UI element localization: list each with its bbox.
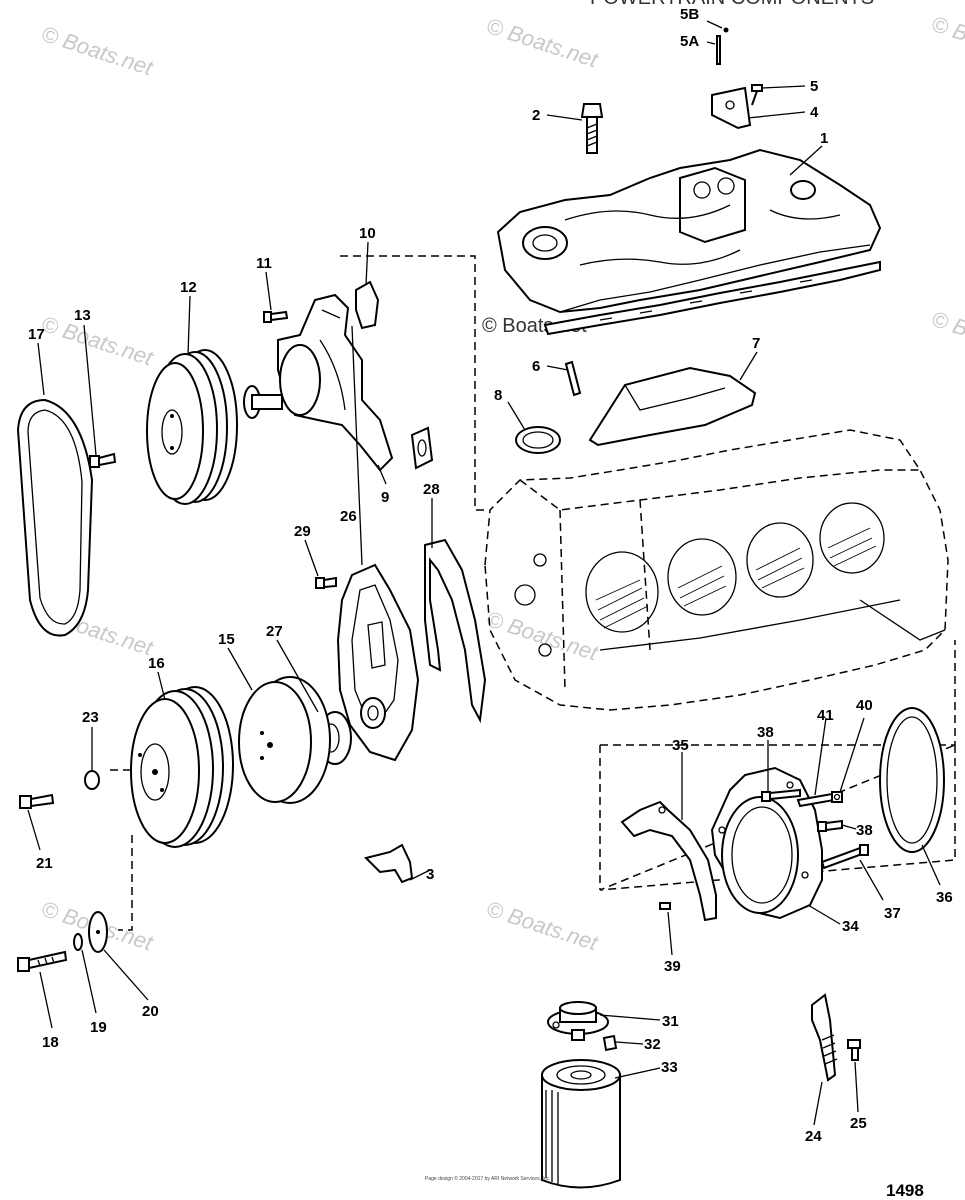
- timing-cover-part: [336, 563, 420, 762]
- watermark: © Boats.net: [483, 13, 601, 73]
- callout-32: 32: [644, 1036, 661, 1053]
- callout-11: 11: [256, 255, 272, 272]
- callout-2: 2: [532, 107, 540, 124]
- lock-washer-part: [73, 933, 83, 951]
- watermark: © Boats.net: [483, 896, 601, 956]
- pulley-retaining-bolt-part: [19, 793, 55, 809]
- callout-5B: 5B: [680, 6, 699, 23]
- housing-bolt-part: [817, 819, 843, 832]
- rear-seal-housing-part: [710, 766, 823, 920]
- valley-cover-part: [588, 366, 757, 447]
- callout-23: 23: [82, 709, 99, 726]
- drive-belt-part: [16, 398, 94, 637]
- ball-part: [723, 27, 729, 33]
- callout-15: 15: [218, 631, 235, 648]
- water-pump-small-gasket: [410, 426, 434, 470]
- callout-7: 7: [752, 335, 760, 352]
- callout-9: 9: [381, 489, 389, 506]
- seal-ring-part: [515, 426, 561, 454]
- callout-25: 25: [850, 1115, 867, 1132]
- washer-part: [84, 770, 100, 790]
- callout-16: 16: [148, 655, 165, 672]
- callout-33: 33: [661, 1059, 678, 1076]
- timing-cover-gasket-part: [424, 538, 487, 724]
- watermark: © Boats.net: [483, 606, 601, 666]
- callout-39: 39: [664, 958, 681, 975]
- callout-5: 5: [810, 78, 818, 95]
- callout-20: 20: [142, 1003, 159, 1020]
- callout-38-second: 38: [856, 822, 873, 839]
- callout-4: 4: [810, 104, 819, 121]
- watermark: © Boats.net: [928, 306, 965, 366]
- callout-28: 28: [423, 481, 440, 498]
- callout-3: 3: [426, 866, 434, 883]
- plug-part: [602, 1034, 618, 1052]
- rear-main-seal-part: [879, 707, 945, 853]
- pin-part: [716, 35, 721, 65]
- callout-34: 34: [842, 918, 859, 935]
- callout-40: 40: [856, 697, 873, 714]
- callout-10: 10: [359, 225, 376, 242]
- screw-part: [751, 84, 763, 106]
- cover-bolt-part: [315, 576, 337, 589]
- alignment-dowel-part: [659, 902, 671, 910]
- dowel-pin-part: [564, 360, 582, 397]
- long-bolt-part: [820, 844, 869, 870]
- bolt-part: [580, 103, 604, 154]
- callout-38: 38: [757, 724, 774, 741]
- callout-29: 29: [294, 523, 311, 540]
- intake-manifold-part: [496, 148, 882, 336]
- callout-5A: 5A: [680, 33, 699, 50]
- watermark: © Boats.net: [928, 11, 965, 71]
- harmonic-damper-part: [238, 676, 331, 804]
- callout-31: 31: [662, 1013, 679, 1030]
- callout-21: 21: [36, 855, 53, 872]
- callout-37: 37: [884, 905, 901, 922]
- oil-filter-part: [541, 1059, 621, 1189]
- callout-13: 13: [74, 307, 91, 324]
- callout-18: 18: [42, 1034, 59, 1051]
- header-fragment: POWERTRAIN COMPONENTS: [590, 0, 874, 9]
- watermark: © Boats.net: [38, 311, 156, 371]
- bracket-screw-part: [847, 1039, 861, 1061]
- water-pump-bolt-part: [263, 310, 289, 323]
- reference-line: [340, 255, 488, 511]
- timing-pointer-part: [364, 843, 414, 884]
- water-pump-part: [243, 293, 394, 472]
- callout-26: 26: [340, 508, 357, 525]
- housing-bolt-part: [761, 788, 801, 802]
- leader-lines: [27, 20, 941, 1126]
- callout-41: 41: [817, 707, 834, 724]
- engine-block-part: [484, 429, 949, 711]
- callout-36: 36: [936, 889, 953, 906]
- oil-filter-adapter-part: [547, 1001, 609, 1041]
- callout-12: 12: [180, 279, 197, 296]
- callout-6: 6: [532, 358, 540, 375]
- callout-19: 19: [90, 1019, 107, 1036]
- damper-bolt-part: [17, 950, 68, 972]
- water-pump-pulley-part: [146, 349, 238, 505]
- bracket-part: [711, 86, 752, 130]
- watermark: © Boats.net: [38, 21, 156, 81]
- water-pump-gasket-part: [355, 280, 380, 330]
- callout-1: 1: [820, 130, 828, 147]
- callout-8: 8: [494, 387, 502, 404]
- callout-27: 27: [266, 623, 283, 640]
- dipstick-bracket-part: [811, 993, 838, 1082]
- crankshaft-pulley-part: [130, 686, 234, 848]
- callout-labels: 5B 5A 5 4 2 1 6 7 8 9 10 11 12 13 17 29 …: [28, 6, 953, 1145]
- copyright-note: Page design © 2004-2017 by ARI Network S…: [425, 1175, 550, 1182]
- callout-24: 24: [805, 1128, 822, 1145]
- pulley-bolt-part: [89, 452, 117, 468]
- callout-17: 17: [28, 326, 45, 343]
- bracket-hole: [725, 100, 735, 110]
- figure-number: 1498: [886, 1181, 924, 1200]
- stud-nut-part: [831, 791, 843, 803]
- callout-35: 35: [672, 737, 689, 754]
- seal-retainer-half-part: [620, 800, 717, 922]
